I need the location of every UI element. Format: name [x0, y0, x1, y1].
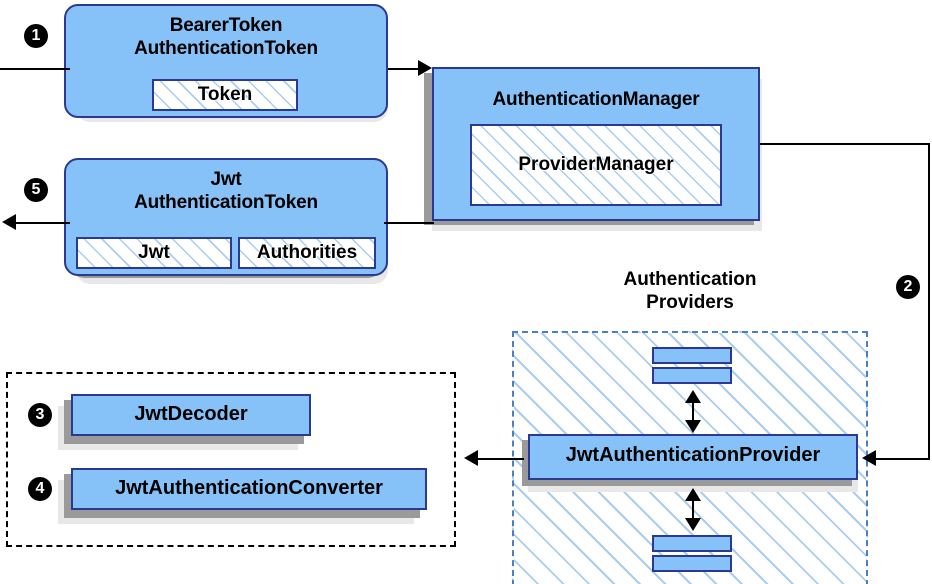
step-marker-4: 4: [28, 477, 52, 501]
provider-bottom-connector-arrow-up: [685, 488, 701, 501]
provider-to-support-arrowhead: [464, 450, 478, 466]
jwt-decoder-card[interactable]: [71, 394, 311, 436]
authentication-providers-caption-line1: Authentication: [623, 269, 757, 290]
bearer-to-manager-arrowhead: [418, 60, 432, 76]
bearer-to-manager-line: [388, 68, 420, 70]
provider-manager-label: ProviderManager: [518, 154, 674, 175]
jwt-token-title-line1: Jwt: [210, 169, 242, 190]
jwt-token-inner-jwt-box[interactable]: Jwt: [76, 237, 232, 269]
jwt-token-inner-authorities-label: Authorities: [256, 242, 358, 263]
bearer-token-title-line1: BearerToken: [169, 15, 283, 36]
step-marker-3: 3: [28, 403, 52, 427]
provider-stack-bar-top-1: [652, 347, 732, 364]
jwt-authentication-converter-title: JwtAuthenticationConverter: [115, 477, 383, 499]
jwt-decoder-title: JwtDecoder: [134, 403, 248, 425]
jwt-authentication-provider-title: JwtAuthenticationProvider: [565, 444, 821, 466]
provider-top-connector-arrow-down: [685, 420, 701, 433]
manager-to-provider-line-top: [760, 143, 930, 145]
authentication-manager-title: AuthenticationManager: [492, 89, 700, 110]
provider-stack-bar-bottom-2: [652, 555, 732, 572]
incoming-request-line: [0, 68, 70, 70]
provider-top-connector-arrow-up: [685, 390, 701, 403]
authentication-providers-caption-line2: Providers: [646, 292, 734, 313]
step-marker-1: 1: [24, 24, 48, 48]
bearer-token-inner-token-box[interactable]: Token: [152, 79, 298, 111]
manager-to-provider-line-vertical: [928, 143, 930, 459]
jwt-token-outgoing-arrowhead: [2, 214, 16, 230]
jwt-token-title-line2: AuthenticationToken: [134, 192, 318, 213]
provider-top-connector-line: [692, 392, 694, 428]
manager-to-jwt-token-line: [384, 222, 434, 224]
jwt-authentication-converter-card[interactable]: [71, 468, 427, 510]
provider-bottom-connector-line: [692, 490, 694, 526]
step-marker-5: 5: [24, 178, 48, 202]
provider-bottom-connector-arrow-down: [685, 518, 701, 531]
provider-stack-bar-bottom-1: [652, 535, 732, 552]
step-marker-2: 2: [896, 275, 920, 299]
authentication-manager-inner-provider-manager-box[interactable]: ProviderManager: [470, 124, 722, 206]
manager-to-provider-line-bottom: [874, 458, 930, 460]
provider-to-support-line: [478, 458, 524, 460]
jwt-authentication-provider-card[interactable]: [528, 434, 858, 480]
bearer-token-title-line2: AuthenticationToken: [134, 38, 318, 59]
jwt-token-outgoing-line: [16, 222, 70, 224]
provider-stack-bar-top-2: [652, 367, 732, 384]
jwt-token-inner-jwt-label: Jwt: [138, 242, 170, 263]
manager-to-provider-arrowhead: [862, 450, 876, 466]
jwt-support-group-box: [6, 372, 456, 547]
jwt-token-inner-authorities-box[interactable]: Authorities: [238, 237, 376, 269]
authentication-providers-caption: Authentication Providers: [512, 268, 868, 314]
bearer-token-inner-token-label: Token: [197, 84, 253, 105]
